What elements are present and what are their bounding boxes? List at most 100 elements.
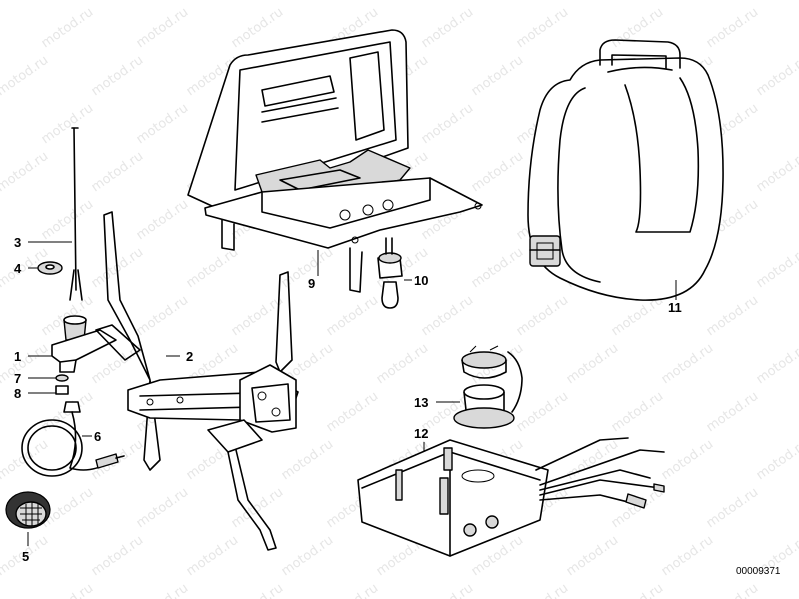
watermark-text: motod.ru bbox=[134, 485, 191, 531]
watermark-text: motod.ru bbox=[564, 341, 621, 387]
watermark-text: motod.ru bbox=[39, 197, 96, 243]
watermark-text: motod.ru bbox=[229, 581, 286, 599]
watermark-text: motod.ru bbox=[134, 581, 191, 599]
watermark-text: motod.ru bbox=[134, 293, 191, 339]
watermark-text: motod.ru bbox=[469, 149, 526, 195]
control-box bbox=[357, 437, 665, 557]
callout-6: 6 bbox=[94, 429, 101, 444]
antenna-cable bbox=[21, 401, 125, 477]
watermark-text: motod.ru bbox=[704, 485, 761, 531]
watermark-text: motod.ru bbox=[184, 0, 241, 3]
watermark-text: motod.ru bbox=[754, 149, 799, 195]
carrier-frame bbox=[95, 211, 299, 551]
watermark-text: motod.ru bbox=[89, 53, 146, 99]
watermark-text: motod.ru bbox=[704, 293, 761, 339]
watermark-text: motod.ru bbox=[514, 581, 571, 599]
nut-washer bbox=[28, 374, 69, 395]
watermark-text: motod.ru bbox=[609, 485, 666, 531]
watermark-text: motod.ru bbox=[419, 293, 476, 339]
watermark-text: motod.ru bbox=[184, 245, 241, 291]
watermark-text: motod.ru bbox=[0, 53, 51, 99]
top-case-carrier bbox=[187, 29, 483, 293]
watermark-text: motod.ru bbox=[754, 0, 799, 3]
watermark-text: motod.ru bbox=[134, 197, 191, 243]
watermark-text: motod.ru bbox=[0, 581, 1, 599]
watermark-text: motod.ru bbox=[0, 389, 1, 435]
watermark-text: motod.ru bbox=[279, 533, 336, 579]
socket-cap bbox=[436, 345, 523, 429]
hard-case bbox=[527, 39, 724, 301]
callout-9: 9 bbox=[308, 276, 315, 291]
watermark-text: motod.ru bbox=[659, 341, 716, 387]
watermark-text: motod.ru bbox=[419, 581, 476, 599]
watermark-text: motod.ru bbox=[0, 101, 1, 147]
watermark-text: motod.ru bbox=[754, 437, 799, 483]
callout-8: 8 bbox=[14, 386, 21, 401]
watermark-text: motod.ru bbox=[324, 389, 381, 435]
watermark-text: motod.ru bbox=[704, 5, 761, 51]
watermark-text: motod.ru bbox=[0, 0, 51, 3]
watermark-text: motod.ru bbox=[609, 581, 666, 599]
watermark-text: motod.ru bbox=[229, 485, 286, 531]
watermark-text: motod.ru bbox=[704, 581, 761, 599]
callout-10: 10 bbox=[414, 273, 428, 288]
callout-13: 13 bbox=[414, 395, 428, 410]
watermark-text: motod.ru bbox=[514, 389, 571, 435]
antenna-bracket bbox=[28, 329, 117, 373]
watermark-text: motod.ru bbox=[659, 437, 716, 483]
lock-barrel-key bbox=[377, 237, 412, 309]
watermark-text: motod.ru bbox=[564, 533, 621, 579]
callout-4: 4 bbox=[14, 261, 22, 276]
watermark-text: motod.ru bbox=[134, 101, 191, 147]
watermark-text: motod.ru bbox=[0, 5, 1, 51]
speaker-cap bbox=[5, 491, 51, 546]
watermark-text: motod.ru bbox=[229, 5, 286, 51]
callout-11: 11 bbox=[668, 300, 682, 315]
washer bbox=[28, 261, 63, 275]
watermark-text: motod.ru bbox=[419, 101, 476, 147]
watermark-text: motod.ru bbox=[754, 245, 799, 291]
watermark-text: motod.ru bbox=[89, 0, 146, 3]
watermark-text: motod.ru bbox=[374, 0, 431, 3]
watermark-text: motod.ru bbox=[469, 0, 526, 3]
watermark-text: motod.ru bbox=[279, 437, 336, 483]
watermark-text: motod.ru bbox=[279, 0, 336, 3]
watermark-text: motod.ru bbox=[324, 581, 381, 599]
callout-12: 12 bbox=[414, 426, 428, 441]
watermark-text: motod.ru bbox=[514, 5, 571, 51]
watermark-text: motod.ru bbox=[134, 5, 191, 51]
watermark-text: motod.ru bbox=[754, 53, 799, 99]
watermark-text: motod.ru bbox=[324, 293, 381, 339]
watermark-text: motod.ru bbox=[0, 485, 1, 531]
watermark-text: motod.ru bbox=[469, 53, 526, 99]
watermark-text: motod.ru bbox=[514, 293, 571, 339]
watermark-text: motod.ru bbox=[609, 389, 666, 435]
watermark-text: motod.ru bbox=[564, 0, 621, 3]
watermark-text: motod.ru bbox=[39, 581, 96, 599]
document-id: 00009371 bbox=[736, 566, 781, 577]
watermark-text: motod.ru bbox=[374, 341, 431, 387]
watermark-text: motod.ru bbox=[0, 197, 1, 243]
watermark-text: motod.ru bbox=[659, 0, 716, 3]
watermark-text: motod.ru bbox=[184, 533, 241, 579]
callout-2: 2 bbox=[186, 349, 193, 364]
watermark-text: motod.ru bbox=[754, 341, 799, 387]
watermark-text: motod.ru bbox=[0, 149, 51, 195]
watermark-text: motod.ru bbox=[0, 341, 51, 387]
watermark-text: motod.ru bbox=[419, 5, 476, 51]
watermark-text: motod.ru bbox=[0, 293, 1, 339]
callout-5: 5 bbox=[22, 549, 29, 564]
watermark-text: motod.ru bbox=[39, 5, 96, 51]
watermark-text: motod.ru bbox=[89, 149, 146, 195]
callout-3: 3 bbox=[14, 235, 21, 250]
callout-1: 1 bbox=[14, 349, 21, 364]
watermark-text: motod.ru bbox=[469, 245, 526, 291]
watermark-text: motod.ru bbox=[609, 5, 666, 51]
callout-7: 7 bbox=[14, 371, 21, 386]
watermark-text: motod.ru bbox=[39, 101, 96, 147]
watermark-text: motod.ru bbox=[704, 389, 761, 435]
watermark-text: motod.ru bbox=[659, 533, 716, 579]
watermark-text: motod.ru bbox=[89, 533, 146, 579]
